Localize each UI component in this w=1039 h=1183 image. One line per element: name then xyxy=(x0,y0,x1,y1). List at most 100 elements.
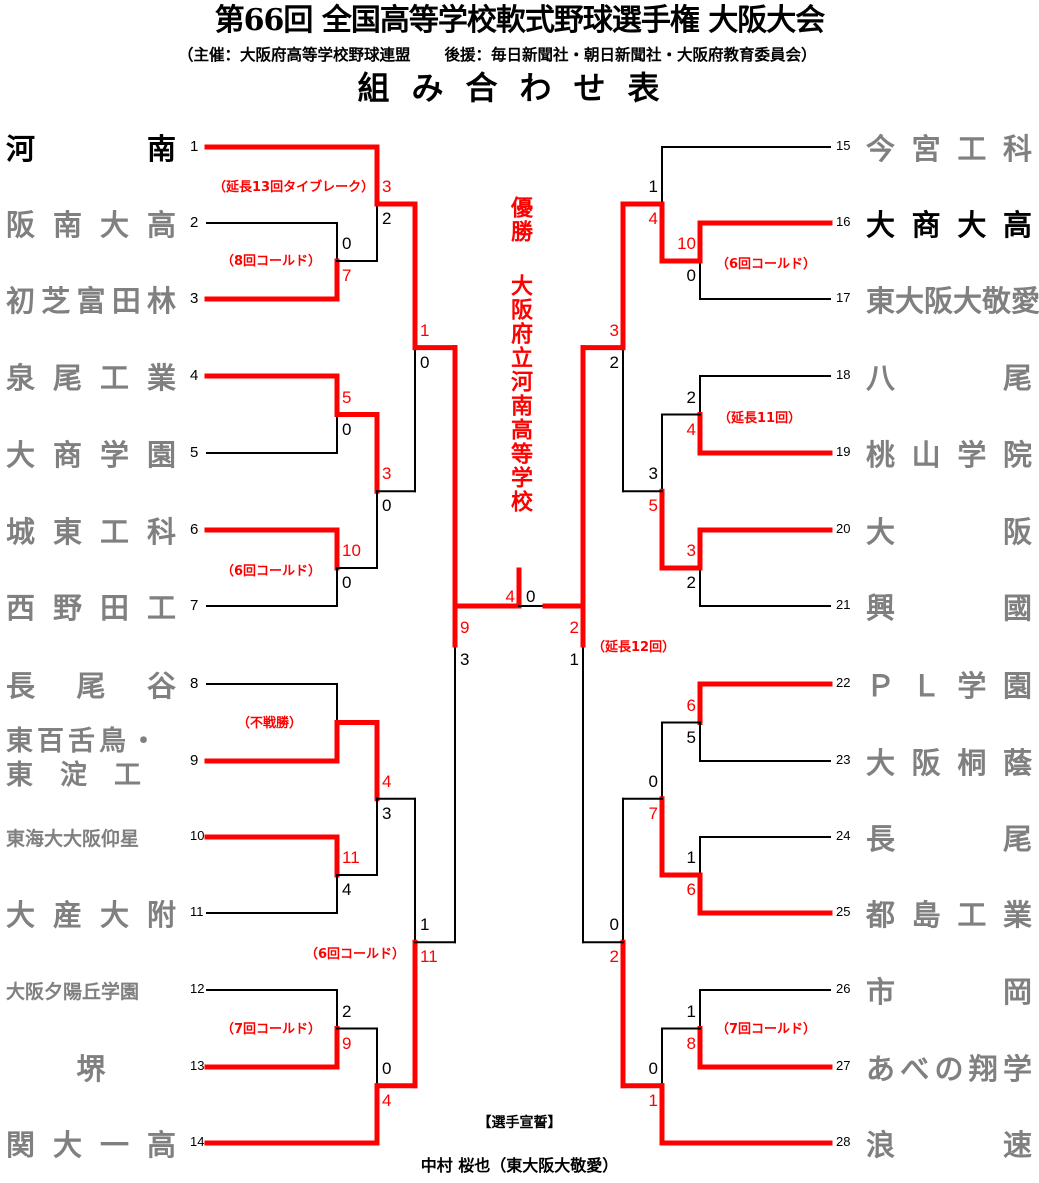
team-name: 桃山学院 xyxy=(866,438,1032,472)
team-name: 阪南大高 xyxy=(6,208,176,242)
team-5: 大商学園 xyxy=(6,433,176,473)
team-1: 河南 xyxy=(6,127,176,167)
team-12: 大阪夕陽丘学園 xyxy=(6,970,176,1010)
match-score: 7 xyxy=(648,803,658,823)
team-seed: 13 xyxy=(190,1058,205,1073)
champion-name: 大阪府立河南高等学校 xyxy=(507,274,532,514)
team-name: 大阪桐蔭 xyxy=(866,746,1032,780)
team-10: 東海大大阪仰星 xyxy=(6,817,176,857)
team-name: 大阪 xyxy=(866,515,1032,549)
team-name: 長尾 xyxy=(866,822,1032,856)
match-score: 1 xyxy=(648,177,658,196)
team-seed: 28 xyxy=(836,1134,851,1149)
match-score: 1 xyxy=(569,649,579,669)
team-seed: 14 xyxy=(190,1134,205,1149)
match-score: 2 xyxy=(342,1001,352,1021)
team-name: 東海大大阪仰星 xyxy=(6,827,140,850)
match-score: 7 xyxy=(342,266,352,285)
team-seed: 21 xyxy=(836,597,851,612)
match-score: 0 xyxy=(382,1058,392,1078)
match-score: 6 xyxy=(686,695,696,715)
match-note: （6回コールド） xyxy=(305,947,406,962)
team-name: 東百舌鳥・東 淀 工 xyxy=(6,726,161,791)
team-seed: 8 xyxy=(190,675,199,692)
match-score: 2 xyxy=(686,387,696,407)
champion-banner: 優勝 大阪府立河南高等学校 xyxy=(502,196,536,514)
sponsors-text: 後援：毎日新聞社・朝日新聞社・大阪府教育委員会） xyxy=(444,45,817,64)
team-name: 今宮工科 xyxy=(866,132,1032,166)
match-score: 2 xyxy=(686,573,696,592)
team-name: 大産大附 xyxy=(6,898,176,932)
team-seed: 1 xyxy=(190,138,199,155)
match-score: 4 xyxy=(342,880,352,899)
team-name: 関大一高 xyxy=(6,1128,176,1162)
team-name: 東大阪大敬愛 xyxy=(866,284,1039,318)
team-seed: 5 xyxy=(190,444,199,461)
oath-title: 【選手宣誓】 xyxy=(477,1115,562,1131)
team-seed: 10 xyxy=(190,828,205,843)
match-note: （6回コールド） xyxy=(221,564,322,579)
team-name: 都島工業 xyxy=(866,898,1032,932)
match-score: 1 xyxy=(686,1001,696,1021)
match-score: 2 xyxy=(569,617,579,637)
match-score: 0 xyxy=(382,496,392,516)
champion-label: 優勝 xyxy=(507,196,532,244)
match-score: 0 xyxy=(609,915,619,935)
match-note: （延長12回） xyxy=(592,640,676,655)
team-seed: 22 xyxy=(836,675,851,690)
team-name: 初芝富田林 xyxy=(6,284,176,318)
team-name: 浪速 xyxy=(866,1128,1032,1162)
match-score: 9 xyxy=(342,1033,352,1053)
match-score: 11 xyxy=(342,848,360,867)
match-score: 0 xyxy=(342,234,352,253)
match-score: 11 xyxy=(420,947,438,967)
team-3: 初芝富田林 xyxy=(6,279,176,319)
match-score: 4 xyxy=(505,587,515,606)
match-score: 1 xyxy=(648,1090,658,1110)
subtitle: （主催：大阪府高等学校野球連盟 後援：毎日新聞社・朝日新聞社・大阪府教育委員会） xyxy=(178,44,817,66)
match-score: 5 xyxy=(648,496,658,516)
team-seed: 25 xyxy=(836,904,851,919)
team-seed: 7 xyxy=(190,597,199,614)
oath-player: 中村 桜也（東大阪大敬愛） xyxy=(420,1156,619,1175)
bracket-heading: 組み合わせ表 xyxy=(357,69,682,107)
team-14: 関大一高 xyxy=(6,1123,176,1163)
match-note: （7回コールド） xyxy=(716,1022,817,1037)
team-16: 大商大高 xyxy=(866,203,1032,243)
match-score: 0 xyxy=(526,587,536,606)
match-score: 10 xyxy=(342,541,361,560)
team-24: 長尾 xyxy=(866,817,1032,857)
page-title: 第66回 全国高等学校軟式野球選手権 大阪大会 xyxy=(214,3,826,38)
match-score: 4 xyxy=(382,1090,392,1110)
team-name: 河南 xyxy=(6,132,176,166)
team-name: 西野田工 xyxy=(6,591,176,625)
team-28: 浪速 xyxy=(866,1123,1032,1163)
match-score: 3 xyxy=(648,464,658,484)
team-7: 西野田工 xyxy=(6,586,176,626)
team-6: 城東工科 xyxy=(6,510,176,550)
match-score: 5 xyxy=(342,387,352,407)
team-seed: 18 xyxy=(836,367,851,382)
match-score: 5 xyxy=(686,727,696,747)
team-21: 興國 xyxy=(866,586,1032,626)
match-score: 3 xyxy=(609,320,619,340)
match-score: 2 xyxy=(609,352,619,372)
match-score: 4 xyxy=(686,419,696,439)
team-seed: 4 xyxy=(190,367,199,384)
team-seed: 2 xyxy=(190,214,199,231)
match-score: 4 xyxy=(382,771,392,791)
team-seed: 17 xyxy=(836,290,851,305)
match-score: 3 xyxy=(382,803,392,823)
match-score: 9 xyxy=(460,617,470,637)
team-26: 市岡 xyxy=(866,970,1032,1010)
match-note: （7回コールド） xyxy=(221,1022,322,1037)
match-note: （8回コールド） xyxy=(221,254,322,269)
match-score: 3 xyxy=(382,464,392,484)
organizer-text: （主催：大阪府高等学校野球連盟 xyxy=(178,45,411,64)
team-name: 泉尾工業 xyxy=(6,361,176,395)
team-name: あべの翔学 xyxy=(866,1052,1032,1086)
team-seed: 15 xyxy=(836,138,851,153)
